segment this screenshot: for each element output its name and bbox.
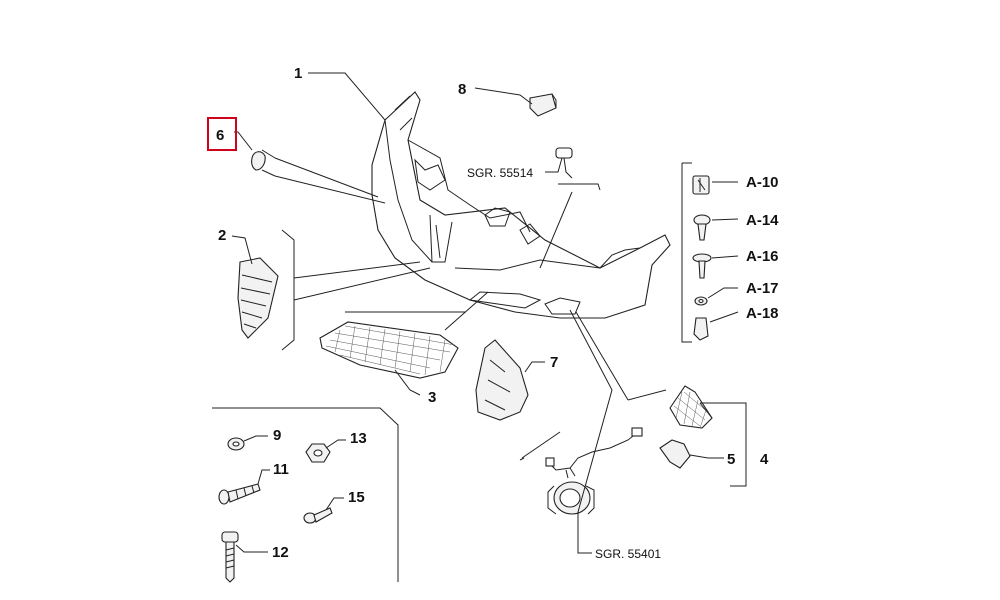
leader-lines — [231, 72, 739, 554]
fastener-a16 — [692, 253, 712, 279]
cap-part-6 — [251, 151, 266, 171]
callout-a14: A-14 — [746, 212, 779, 229]
callout-2: 2 — [218, 227, 226, 244]
lower-grille-part-3 — [319, 321, 459, 379]
sgr-55514-label: SGR. 55514 — [467, 166, 533, 180]
callout-5: 5 — [727, 451, 735, 468]
callout-9: 9 — [273, 427, 281, 444]
fastener-a10 — [692, 175, 710, 195]
callout-7: 7 — [550, 354, 558, 371]
callout-a17: A-17 — [746, 280, 779, 297]
callout-12: 12 — [272, 544, 289, 561]
highlight-box — [207, 117, 237, 151]
callout-6: 6 — [216, 127, 224, 144]
fastener-a18 — [693, 317, 709, 341]
callout-11: 11 — [273, 461, 289, 478]
callout-8: 8 — [458, 81, 466, 98]
washer-part-9 — [227, 437, 245, 451]
side-vent-part-2 — [237, 257, 279, 339]
callout-13: 13 — [350, 430, 367, 447]
screw-part-11 — [218, 483, 261, 505]
sensor-55514 — [555, 147, 573, 179]
nut-part-13 — [305, 443, 331, 463]
callout-15: 15 — [348, 489, 365, 506]
clip-part-4 — [659, 439, 691, 469]
bolt-part-12 — [221, 531, 239, 583]
bracket-part-7 — [475, 339, 529, 421]
callout-a16: A-16 — [746, 248, 779, 265]
callout-1: 1 — [294, 65, 302, 82]
fastener-a17 — [694, 296, 708, 306]
callout-4: 4 — [760, 451, 769, 468]
sgr-55401-label: SGR. 55401 — [595, 547, 661, 561]
callout-3: 3 — [428, 389, 436, 406]
callout-a18: A-18 — [746, 305, 779, 322]
foglamp-assembly — [545, 427, 643, 515]
callout-a10: A-10 — [746, 174, 779, 191]
foglamp-grille-part-5 — [669, 385, 713, 429]
screw-part-15 — [303, 507, 333, 524]
group-frames — [212, 149, 747, 582]
fastener-a14 — [693, 214, 711, 241]
connector-part-8 — [529, 93, 557, 117]
front-bumper-part — [371, 91, 671, 319]
